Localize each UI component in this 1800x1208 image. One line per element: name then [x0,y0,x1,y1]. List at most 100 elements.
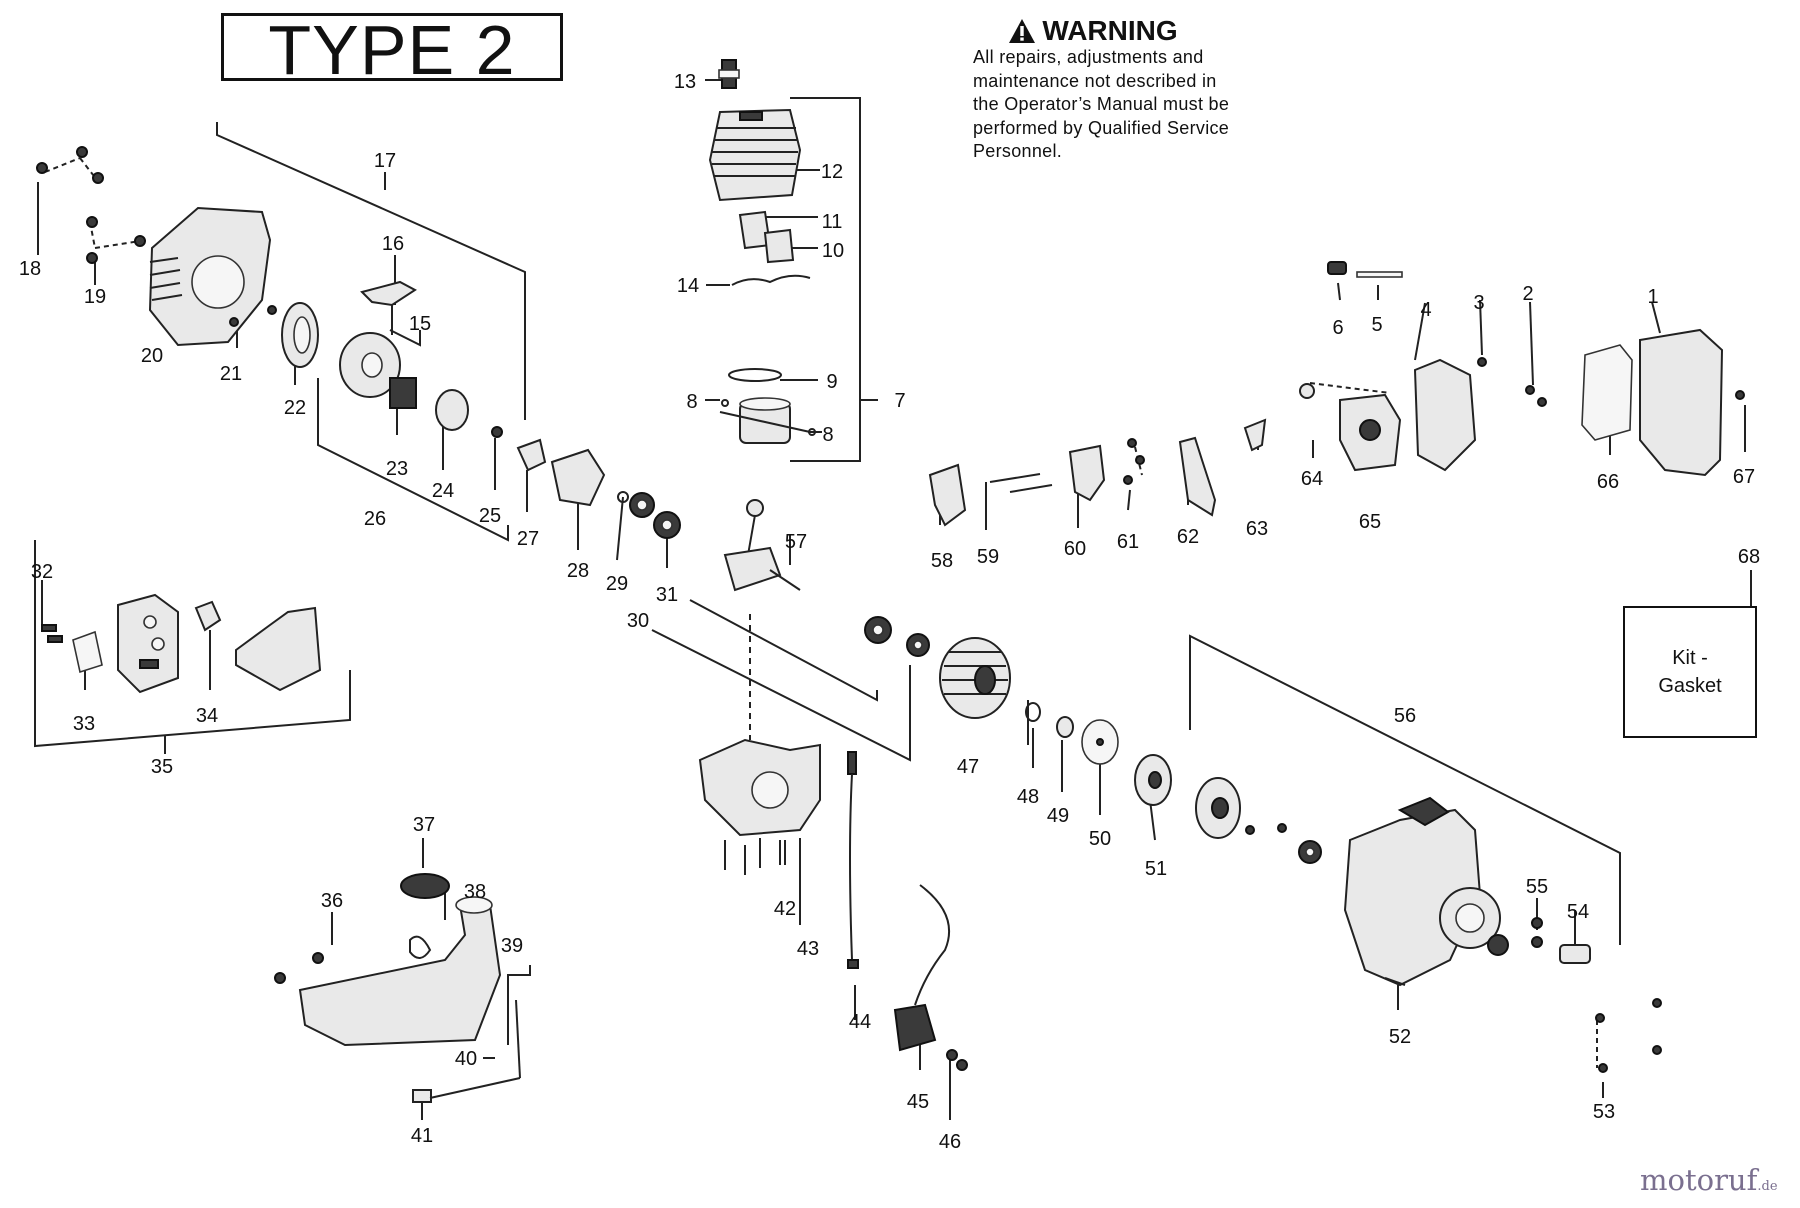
flywheel-part [939,637,1011,719]
callout-numbers: 1 2 3 4 5 6 7 8 8 9 10 11 12 13 14 15 16… [19,71,1760,1153]
choke-rod-part [1356,271,1403,278]
callout: 11 [822,211,843,233]
kit-gasket-box: Kit - Gasket [1623,606,1757,738]
callout: 5 [1371,314,1382,336]
callout: 19 [84,286,106,308]
callout: 35 [151,756,173,778]
kit-label: Kit - [1672,647,1708,669]
air-filter-part [1581,344,1633,441]
screw-part [491,426,503,438]
fuel-tank-part [298,873,502,1047]
bearing-part [661,519,673,531]
washer-part [617,491,629,503]
knob-part [1327,261,1347,275]
warning-line: All repairs, adjustments and [973,47,1204,67]
callout: 65 [1359,511,1381,533]
callout: 21 [220,363,242,385]
callout: 68 [1738,546,1760,568]
callout: 10 [822,240,844,262]
spacer-part [1056,716,1074,738]
bracket-part [516,438,547,472]
screw-part [1477,357,1487,367]
callout: 2 [1522,283,1533,305]
pawl-hub-part [435,389,469,431]
sleeve-part [1559,944,1591,964]
clutch-housing-part [1195,777,1509,987]
insulator-part [928,463,967,527]
recoil-spring-part [281,302,319,368]
callout: 15 [409,313,431,335]
callout: 46 [939,1131,961,1153]
clutch-shoe-part [1148,771,1162,789]
callout: 29 [606,573,628,595]
washer-part [1025,702,1041,722]
screw-part [1652,1045,1662,1055]
warning-body: All repairs, adjustments and maintenance… [973,46,1293,164]
watermark-brand: motoruf [1640,1163,1758,1197]
nut-part [1525,385,1535,395]
clutch-plate-part [1096,738,1104,746]
fuel-filter-part [412,1089,432,1103]
nut-part [1531,917,1543,929]
starter-handle-part [339,280,417,409]
callout: 54 [1567,901,1589,923]
screw-part [1735,390,1745,400]
bearing-part [636,499,648,511]
starter-housing-part [148,206,272,347]
callout: 41 [411,1125,433,1147]
seal-part [913,640,923,650]
callout: 6 [1332,317,1343,339]
air-filter-cover-part [1639,328,1724,477]
screw-part [1598,1063,1608,1073]
callout: 18 [19,258,41,280]
clip-part [731,274,811,286]
warning-line: the Operator’s Manual must be [973,94,1230,114]
screw-part [274,972,286,984]
callout: 42 [774,898,796,920]
callout: 16 [382,233,404,255]
callout: 33 [73,713,95,735]
callout: 44 [849,1011,871,1033]
watermark-logo: motoruf.de [1640,1163,1778,1197]
callout: 62 [1177,526,1199,548]
callout: 58 [931,550,953,572]
type-label: TYPE 2 [268,11,516,89]
callout: 30 [627,610,649,632]
warning-notice: WARNING All repairs, adjustments and mai… [973,16,1293,164]
callout: 55 [1526,876,1548,898]
callout: 7 [894,390,905,412]
screw-part [1135,455,1145,465]
muffler-part [41,593,322,694]
callout: 52 [1389,1026,1411,1048]
screw-part [1652,998,1662,1008]
screw-part [312,952,324,964]
callout: 45 [907,1091,929,1113]
fuel-line-part [429,1077,521,1099]
callout: 13 [674,71,696,93]
callout: 50 [1089,828,1111,850]
screw-part [1127,438,1137,448]
callout: 53 [1593,1101,1615,1123]
callout: 8 [686,391,697,413]
callout: 49 [1047,805,1069,827]
callout: 61 [1117,531,1139,553]
callout: 38 [464,881,486,903]
watermark-tld: .de [1757,1179,1778,1194]
nut-part [1537,397,1547,407]
callout: 63 [1246,518,1268,540]
ignition-module-part [893,884,968,1071]
callout: 32 [31,561,53,583]
screw-part [1123,475,1133,485]
warning-line: performed by Qualified Service [973,117,1230,138]
group-brackets [34,79,1752,1120]
carburetor-part [1339,393,1402,472]
crankcase-part [698,738,821,875]
air-filter-base-part [1413,358,1477,472]
callout: 12 [821,161,843,183]
adapter-part [1068,444,1106,502]
ignition-wire-part [847,751,859,969]
callout: 56 [1394,705,1416,727]
callout: 3 [1473,292,1484,314]
warning-line: maintenance not described in [973,70,1217,91]
callout: 66 [1597,471,1619,493]
